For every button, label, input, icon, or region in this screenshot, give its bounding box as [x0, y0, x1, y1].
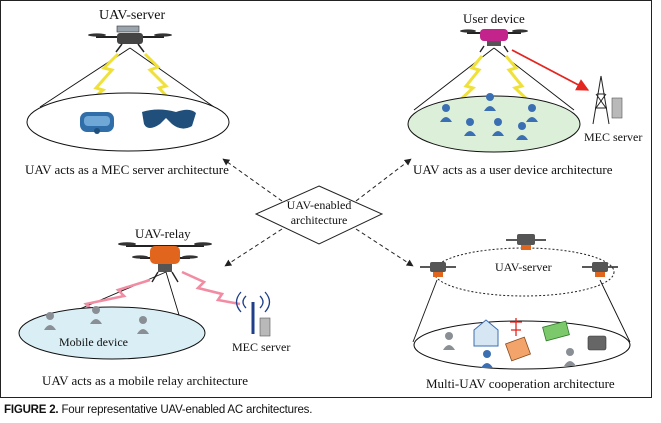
coverage-area	[407, 95, 581, 153]
wireless-link-icon	[85, 52, 120, 106]
figure-caption: FIGURE 2. Four representative UAV-enable…	[4, 404, 312, 416]
uav-relay-label: UAV-relay	[135, 226, 191, 241]
mec-server-architecture-caption: UAV acts as a MEC server architecture	[25, 162, 229, 177]
user-icon	[516, 122, 528, 140]
uav-server-multi-label: UAV-server	[495, 260, 552, 274]
user-icon	[443, 332, 455, 350]
user-icon	[137, 316, 149, 334]
connector-arrow	[355, 228, 414, 267]
offload-arrow	[511, 49, 590, 91]
user-device-architecture-caption: UAV acts as a user device architecture	[413, 162, 613, 177]
wireless-link-icon	[456, 55, 484, 104]
drone-icon	[420, 262, 456, 277]
user-icon	[44, 312, 56, 330]
antenna-icon	[510, 318, 522, 336]
mobile-relay-architecture-caption: UAV acts as a mobile relay architecture	[42, 373, 248, 388]
multi-uav-architecture-caption: Multi-UAV cooperation architecture	[426, 376, 615, 391]
connector-arrow	[224, 228, 283, 267]
user-devices	[440, 93, 538, 140]
uav-server-label: UAV-server	[99, 8, 165, 23]
mec-server-relay-label: MEC server	[232, 340, 290, 354]
user-device-label: User device	[463, 11, 525, 26]
mobile-device-label: Mobile device	[59, 335, 128, 349]
smart-glasses-icon	[142, 109, 196, 129]
user-icon	[90, 306, 102, 324]
mobile-devices	[44, 306, 149, 334]
house-icon	[473, 319, 499, 347]
coverage-area	[26, 92, 230, 152]
user-icon	[484, 93, 496, 111]
user-icon	[464, 118, 476, 136]
vr-headset-icon	[80, 112, 114, 134]
wireless-link-icon	[504, 55, 532, 104]
coverage-area	[18, 306, 206, 360]
connector-arrow	[355, 158, 412, 202]
server-icon	[611, 97, 623, 119]
center-label-line2: architecture	[291, 213, 348, 227]
figure-caption-label: FIGURE 2.	[4, 404, 59, 416]
drone-icon	[88, 25, 172, 53]
printer-icon	[587, 335, 607, 351]
drone-icon	[460, 29, 528, 53]
mec-server-label: MEC server	[584, 130, 642, 144]
drone-icon	[118, 242, 212, 283]
uav-swarm-orbit	[433, 247, 615, 297]
solar-panel-icon	[542, 320, 570, 342]
central-diamond	[254, 185, 384, 245]
wireless-link-icon	[181, 270, 241, 306]
drone-icon	[582, 262, 618, 277]
center-label-line1: UAV-enabled	[287, 198, 352, 212]
base-station-icon	[235, 291, 271, 334]
drone-icon	[506, 234, 546, 250]
mobile-relay-architecture-panel: UAV-relay Mobile device	[18, 226, 290, 388]
wireless-link-icon	[143, 52, 176, 106]
cell-tower-icon	[592, 75, 610, 125]
user-icon	[440, 104, 452, 122]
building-icon	[505, 336, 531, 362]
connector-arrow	[222, 158, 283, 202]
server-icon	[259, 317, 271, 337]
user-device-architecture-panel: User device	[407, 11, 642, 177]
user-icon	[492, 118, 504, 136]
center-hub: UAV-enabled architecture	[222, 158, 414, 267]
mec-server-architecture-panel: UAV-server UAV acts as a MEC server arch…	[25, 8, 230, 177]
user-icon	[526, 104, 538, 122]
multi-uav-architecture-panel: UAV-server Multi-UAV c	[412, 234, 631, 391]
user-icon	[564, 348, 576, 366]
user-icon	[481, 350, 493, 368]
figure-caption-text: Four representative UAV-enabled AC archi…	[61, 404, 313, 416]
